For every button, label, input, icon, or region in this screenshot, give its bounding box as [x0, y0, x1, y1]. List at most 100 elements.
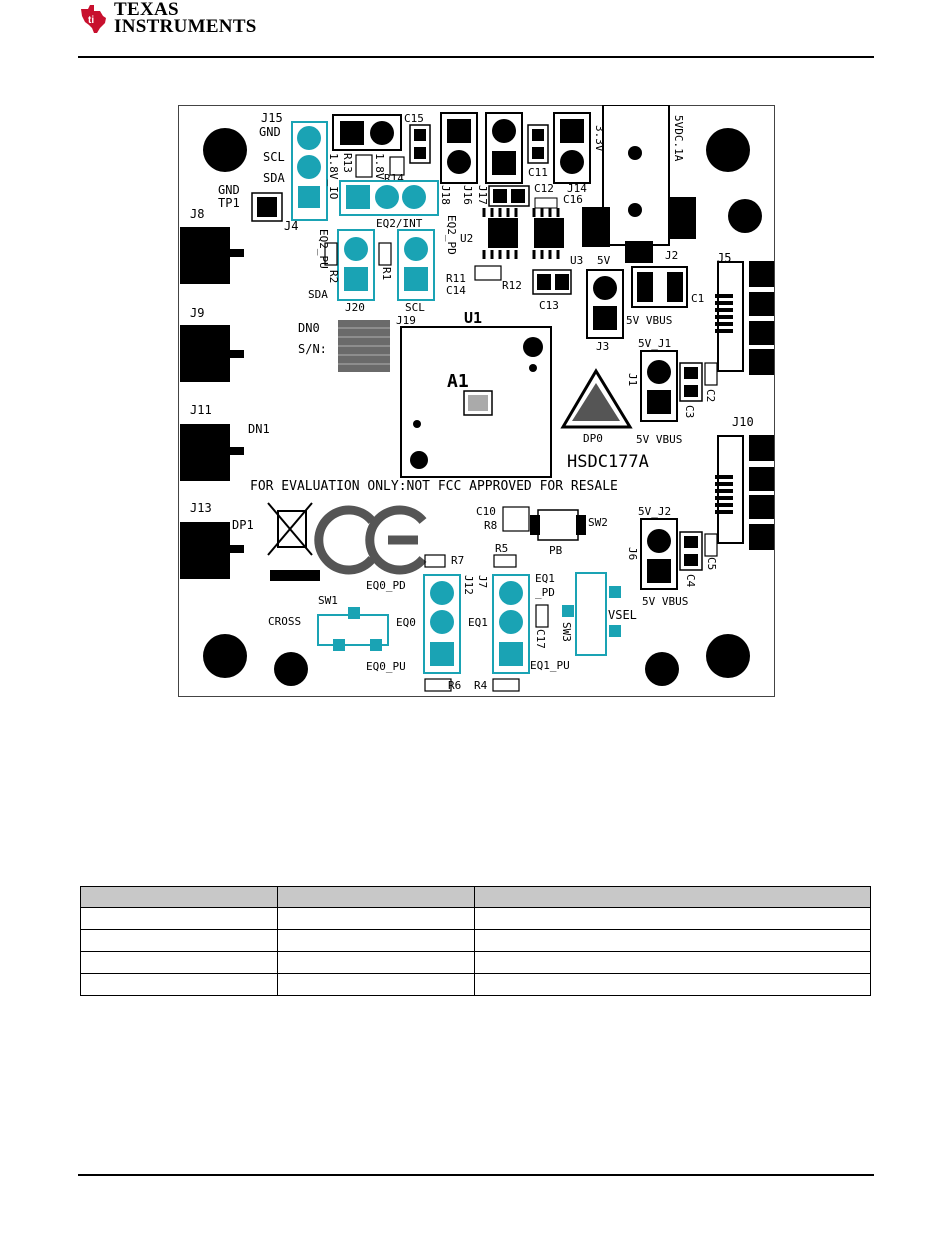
silkscreen-label: DP1 — [232, 518, 254, 532]
table-row — [80, 929, 871, 952]
silkscreen-label: C1 — [691, 292, 704, 305]
silkscreen-label: DN1 — [248, 422, 270, 436]
silkscreen-label: J2 — [665, 249, 678, 262]
silkscreen-label: R6 — [448, 679, 461, 692]
silkscreen-label: C12 — [534, 182, 554, 195]
silkscreen-label: EQ0 — [396, 616, 416, 629]
ti-state-icon: ti — [81, 5, 106, 33]
silkscreen-label: HSDC177A — [567, 452, 649, 472]
silkscreen-label: SW2 — [588, 516, 608, 529]
silkscreen-label: J1 — [626, 373, 639, 386]
table-header-cell — [277, 886, 475, 908]
svg-text:ti: ti — [88, 15, 94, 26]
silkscreen-label: PB — [549, 544, 563, 557]
silkscreen-label: R2 — [327, 270, 340, 283]
silkscreen-label: C17 — [534, 629, 547, 649]
silkscreen-label: 1.8V — [373, 153, 386, 180]
silkscreen-label: R11 — [446, 272, 466, 285]
silkscreen-label: C14 — [446, 284, 466, 297]
usb-connector-j11: J11 — [180, 403, 244, 481]
footer-rule — [78, 1174, 874, 1176]
silkscreen-label: EQ1 — [535, 572, 555, 585]
silkscreen-label: SDA — [308, 288, 328, 301]
silkscreen-label: EQ0_PD — [366, 579, 406, 592]
silkscreen-label: J14 — [567, 182, 587, 195]
silkscreen-label: EQ1_PU — [530, 659, 570, 672]
silkscreen-label: J18 — [439, 185, 452, 205]
table-header-row — [80, 886, 871, 908]
silkscreen-label: VSEL — [608, 608, 637, 622]
weee-bin-icon — [267, 502, 313, 556]
header-rule — [78, 56, 874, 58]
silkscreen-label: R13 — [341, 153, 354, 173]
table-cell — [474, 973, 871, 996]
table-cell — [277, 907, 475, 930]
silkscreen-label: J12 — [462, 575, 475, 595]
mounting-hole — [706, 634, 750, 678]
logo-instruments: Instruments — [114, 16, 257, 37]
silkscreen-label: C2 — [704, 389, 717, 402]
usb-connector-j8: J8 — [180, 207, 244, 284]
silkscreen-label: CROSS — [268, 615, 301, 628]
silkscreen-label: DN0 — [298, 321, 320, 335]
silkscreen-label: EQ1 — [468, 616, 488, 629]
silkscreen-label: J3 — [596, 340, 609, 353]
silkscreen-label: DP0 — [583, 432, 603, 445]
silkscreen-label: FOR EVALUATION ONLY:NOT FCC APPROVED FOR… — [250, 479, 618, 494]
silkscreen-label: J8 — [190, 207, 204, 221]
silkscreen-label: 5V_J1 — [638, 337, 671, 350]
silkscreen-label: C13 — [539, 299, 559, 312]
silkscreen-label: EQ2/INT — [376, 217, 423, 230]
silkscreen-label: _PD — [535, 586, 555, 599]
silkscreen-label: SW3 — [560, 622, 573, 642]
silkscreen-label: J10 — [732, 415, 754, 429]
ti-wordmark: Texas Instruments — [114, 0, 257, 37]
silkscreen-label: A1 — [447, 371, 469, 392]
usb-connector-j9: J9 — [180, 306, 244, 382]
silkscreen-label: S/N: — [298, 342, 327, 356]
table-cell — [80, 907, 278, 930]
silkscreen-label: J13 — [190, 501, 212, 515]
table-cell — [474, 929, 871, 952]
silkscreen-label: GND — [218, 183, 240, 197]
silkscreen-label: J17 — [476, 185, 489, 205]
silkscreen-label: R5 — [495, 542, 508, 555]
silkscreen-label: TP1 — [218, 196, 240, 210]
silkscreen-label: U3 — [570, 254, 583, 267]
silkscreen-label: EQ0_PU — [366, 660, 406, 673]
silkscreen-label: R1 — [380, 267, 393, 280]
mounting-hole — [274, 652, 308, 686]
data-table — [80, 886, 871, 996]
mounting-hole — [706, 128, 750, 172]
silkscreen-label: C16 — [563, 193, 583, 206]
silkscreen-label: 1.8V_IO — [327, 153, 340, 199]
table-row — [80, 973, 871, 996]
silkscreen-label: GND — [259, 125, 281, 139]
table-cell — [474, 951, 871, 974]
silkscreen-label: R14 — [384, 172, 404, 185]
silkscreen-label: J16 — [461, 185, 474, 205]
silkscreen-label: C11 — [528, 166, 548, 179]
silkscreen-label: C5 — [705, 557, 718, 570]
table-cell — [277, 929, 475, 952]
silkscreen-label: 5V VBUS — [626, 314, 672, 327]
silkscreen-label: 5V VBUS — [642, 595, 688, 608]
silkscreen-label: J20 — [345, 301, 365, 314]
ti-logo: ti Texas Instruments — [78, 0, 257, 37]
ce-mark-icon — [314, 505, 427, 575]
silkscreen-label: J9 — [190, 306, 204, 320]
silkscreen-label: J11 — [190, 403, 212, 417]
table-cell — [277, 973, 475, 996]
silkscreen-label: SDA — [263, 171, 285, 185]
mounting-hole — [728, 199, 762, 233]
silkscreen-label: C3 — [683, 405, 696, 418]
silkscreen-label: 5VDC.1A — [672, 115, 685, 162]
table-cell — [80, 929, 278, 952]
table-header-cell — [80, 886, 278, 908]
silkscreen-label: 5V — [597, 254, 611, 267]
logo-texas: Texas — [114, 0, 179, 20]
silkscreen-label: R8 — [484, 519, 497, 532]
silkscreen-label: SCL — [263, 150, 285, 164]
silkscreen-label: C4 — [684, 574, 697, 588]
silkscreen-label: R7 — [451, 554, 464, 567]
